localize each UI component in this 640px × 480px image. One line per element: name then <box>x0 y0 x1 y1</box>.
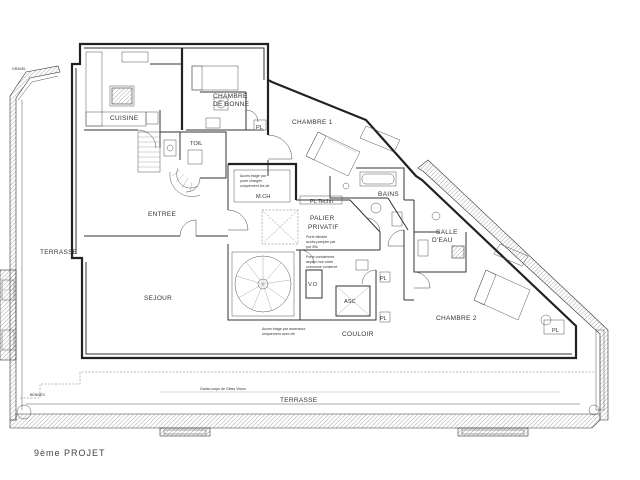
spiral-stair <box>231 251 295 317</box>
label-chambre-1: CHAMBRE 1 <box>292 119 333 126</box>
note-porte-b2: aspect mur ordre <box>306 260 333 264</box>
label-salle-eau-2: D'EAU <box>432 237 453 244</box>
label-bennes: BENNES <box>30 393 45 397</box>
note-bottom-2: uniquement avec clé <box>262 332 295 336</box>
label-pl-2: PL <box>552 328 559 334</box>
label-sejour: SEJOUR <box>144 295 172 302</box>
note-mch-1: Accès étage par <box>240 174 267 178</box>
label-chambre-bonne-1: CHAMBRE <box>213 93 248 100</box>
label-chambre-bonne-2: DE BONNE <box>213 101 250 108</box>
bottom-terrace <box>9 371 601 437</box>
room-labels: CUISINE CHAMBRE DE BONNE CHAMBRE 1 BAINS… <box>12 67 559 404</box>
kitchen-stair <box>137 131 201 197</box>
label-salle-eau-1: SALLE <box>436 229 458 236</box>
note-mch-3: uniquement les dé <box>240 184 269 188</box>
label-terrasse-left: TERRASSE <box>40 249 78 256</box>
label-pl-4: PL <box>380 316 387 322</box>
note-porte-b3: commune conservé <box>306 265 337 269</box>
label-chambre-2: CHAMBRE 2 <box>436 315 477 322</box>
label-gravel: GRAVEL <box>12 67 26 71</box>
plan-caption: 9ème PROJET <box>34 448 106 458</box>
right-terrace-parapet <box>417 159 609 421</box>
chambre2-bed <box>473 269 531 321</box>
note-porte-b1: Porte condamnée <box>306 255 334 259</box>
label-bains: BAINS <box>378 191 399 198</box>
label-pl-1: PL <box>256 125 263 131</box>
label-couloir: COULOIR <box>342 331 374 338</box>
label-palier-2: PRIVATIF <box>308 224 339 231</box>
label-terrasse-bottom: TERRASSE <box>280 397 318 404</box>
label-asc: ASC <box>344 299 356 305</box>
label-pl-techn: PL Techn <box>310 199 333 205</box>
doors <box>137 109 431 289</box>
label-mch: M.CH <box>256 194 270 200</box>
note-mch-2: porte chargée <box>240 179 262 183</box>
outer-walls <box>70 42 578 360</box>
note-gardecorps: Garde-corps de Glass Vision <box>200 387 246 391</box>
note-porte-1: Porte blindée <box>306 235 327 239</box>
note-porte-3: pot 39s <box>306 245 318 249</box>
plan-notes: Accès étage par porte chargée uniquement… <box>200 174 337 391</box>
label-cuisine: CUISINE <box>110 115 139 122</box>
interior-walls <box>84 48 467 321</box>
label-pl-3: PL <box>380 276 387 282</box>
label-entree: ENTREE <box>148 211 177 218</box>
chambre1-bed <box>305 131 361 177</box>
left-terrace-parapet <box>0 65 61 421</box>
label-palier-1: PALIER <box>310 215 334 222</box>
label-vo: V.O <box>308 282 318 288</box>
note-porte-2: accès pompier par <box>306 240 336 244</box>
fixtures <box>85 51 565 335</box>
note-bottom-1: Accès étage par ascenseur <box>262 327 306 331</box>
label-toil: TOIL <box>190 141 202 147</box>
